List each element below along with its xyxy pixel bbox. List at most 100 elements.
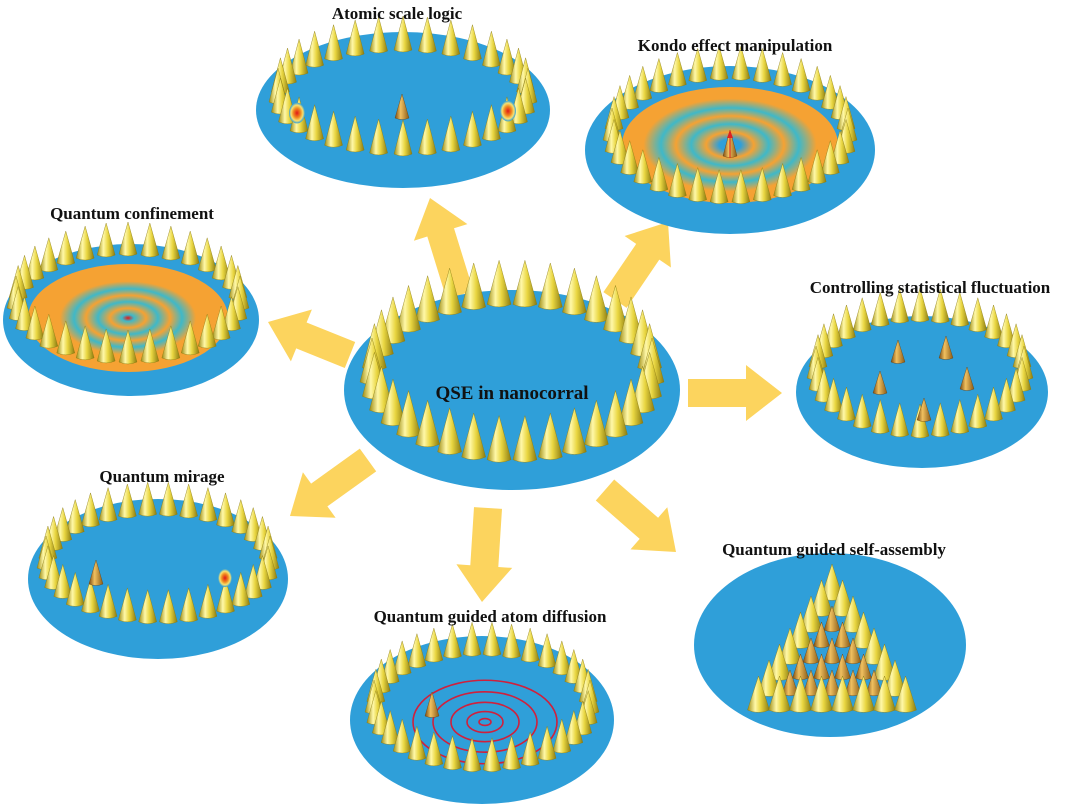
fluctuation-adatom-body [938,335,954,360]
atomic-logic-hotspot-left [289,102,305,124]
corral-cone [179,483,198,519]
corral-cone [709,168,729,204]
corral-cone-body [890,288,909,324]
corral-cone-body [161,325,181,361]
corral-cone-body [462,621,482,657]
corral-cone-body [512,259,538,308]
corral-cone [140,222,160,258]
corral-cone [407,632,427,668]
assembly-edge-cone [894,675,917,713]
corral-cone-body [441,19,461,57]
corral-cone-body [753,47,772,83]
corral-cone-body [324,110,343,148]
corral-cone-body [179,587,198,623]
corral-cone-body [502,735,521,770]
corral-cone [461,262,486,310]
panels-layer [3,15,1048,804]
corral-cone-body [305,103,324,141]
corral-cone-body [118,221,138,257]
corral-cone [520,627,540,663]
corral-cone-body [140,222,160,258]
corral-cone [461,412,486,460]
corral-cone-body [324,23,343,61]
corral-cone [441,19,461,57]
corral-cone [709,45,729,81]
corral-cone [486,259,512,308]
diffusion-ring-2 [466,710,504,734]
corral-cone-body [369,118,388,156]
corral-cone [418,16,437,54]
corral-cone [443,735,462,770]
corral-cone [81,578,100,614]
corral-cone [197,313,217,349]
corral-cone-body [773,51,792,87]
corral-cone-body [753,166,772,202]
corral-cone-body [482,737,502,772]
corral-cone-body [649,156,669,192]
fluctuation-substrate [796,316,1048,468]
corral-cone-body [486,259,512,308]
corral-cone [198,486,218,522]
corral-cone [39,237,59,272]
corral-cone-body [441,115,461,153]
corral-cone-body [968,297,988,332]
corral-cone-body [538,262,563,310]
corral-cone [890,288,909,324]
corral-cone [369,16,388,54]
corral-cone [56,230,76,266]
arrow-to-kondo-effect-manipulation [603,222,671,308]
corral-cone-body [415,274,440,323]
atomic-logic-center-adatom-body [394,93,410,120]
fluctuation-adatom [916,397,932,422]
corral-cone [197,237,217,272]
corral-cone [118,221,138,257]
corral-cone-body [890,402,909,438]
corral-cone-body [773,162,792,198]
corral-cone [216,578,235,614]
corral-cone-body [584,399,609,448]
corral-cone [482,103,501,141]
corral-cone [198,583,218,619]
corral-cone [39,313,59,349]
corral-cone [791,57,811,93]
corral-cone [305,30,324,68]
corral-cone-body [910,287,930,323]
panel-quantum-guided-self-assembly [694,553,966,737]
corral-cone-body [96,328,116,364]
diffusion-ring-4 [432,691,538,753]
corral-cone [482,621,502,657]
fluctuation-adatom-body [959,366,975,391]
corral-cone [890,402,909,438]
corral-cone [753,166,772,202]
corral-cone [424,627,444,663]
corral-cone [688,166,707,202]
corral-cone [486,414,512,463]
corral-cone [502,623,521,659]
corral-cone-body [161,225,181,261]
corral-cone-body [56,230,76,266]
corral-cone-body [197,313,217,349]
corral-cone-body [198,486,218,522]
corral-cone-body [502,623,521,659]
corral-cone [81,492,100,528]
corral-cone [950,398,970,434]
corral-cone [118,483,137,519]
panel-controlling-statistical-fluctuation [796,287,1048,468]
corral-cone-body [791,156,811,192]
corral-cone [584,399,609,448]
corral-cone [345,19,365,57]
corral-cone [870,398,890,434]
corral-cone-body [520,627,540,663]
corral-cone [324,110,343,148]
fluctuation-adatom [959,366,975,391]
corral-cone-body [837,304,856,340]
mirage-focus-adatom-body [88,559,104,586]
corral-cone-body [98,486,118,522]
corral-cone-body [393,15,413,53]
corral-cone-body [950,398,970,434]
corral-cone-body [407,725,427,761]
corral-cone-body [552,718,572,754]
corral-cone [852,297,872,332]
arrow-to-quantum-confinement [268,309,356,368]
